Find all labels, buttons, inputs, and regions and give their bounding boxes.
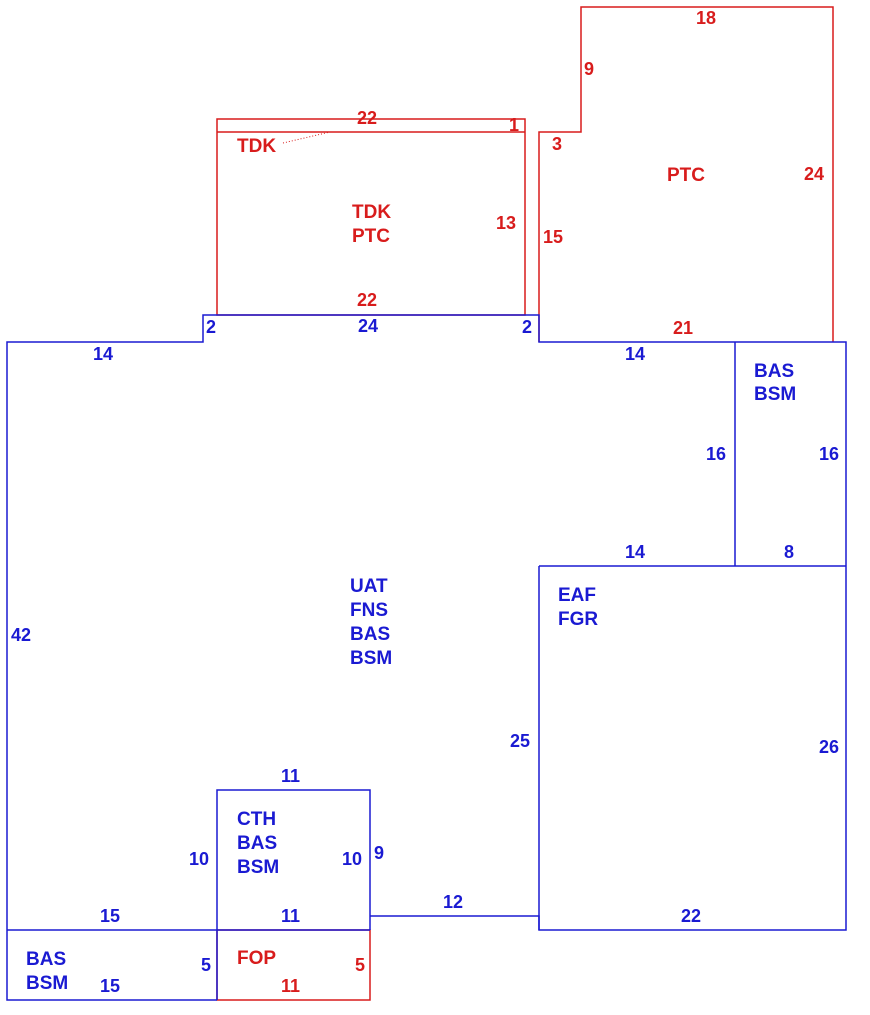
dim-label: 15 [100,976,120,996]
dim-label: 5 [201,955,211,975]
dim-label: 3 [552,134,562,154]
area-right-top-line-2: BSM [754,384,796,405]
bottom-left-outline [6,930,217,1001]
area-deck-left-line-1: TDK [352,202,391,223]
right-deck-outline [538,6,834,342]
dim-label: 10 [342,849,362,869]
dim-label: 13 [496,213,516,233]
dim-label: 24 [358,316,378,336]
dimension-labels: 18 9 3 24 15 21 22 1 13 22 5 11 2 24 2 1… [11,8,839,996]
dim-label: 14 [93,344,113,364]
area-center-small-line-3: BSM [237,857,279,878]
dim-label: 14 [625,344,645,364]
dim-label: 18 [696,8,716,28]
area-bottom-left-line-1: BAS [26,949,66,970]
dim-label: 14 [625,542,645,562]
dim-label: 10 [189,849,209,869]
area-main-line-1: UAT [350,576,388,597]
dim-label: 9 [584,59,594,79]
building-outlines [6,314,847,1001]
dim-label: 2 [522,317,532,337]
area-bottom-left-line-2: BSM [26,973,68,994]
area-center-small-line-2: BAS [237,833,277,854]
area-deck-left-line-2: PTC [352,226,390,247]
area-labels: UAT FNS BAS BSM BAS BSM EAF FGR CTH BAS … [26,136,796,994]
area-center-small-line-1: CTH [237,809,276,830]
dim-label: 11 [281,976,300,996]
dim-label: 21 [673,318,693,338]
dim-label: 22 [357,290,377,310]
dim-label: 8 [784,542,794,562]
dim-label: 22 [681,906,701,926]
dim-label: 9 [374,843,384,863]
dim-label: 11 [281,906,300,926]
dim-label: 25 [510,731,530,751]
area-garage-line-2: FGR [558,609,598,630]
area-deck-left-callout: TDK [237,136,276,157]
dim-label: 22 [357,108,377,128]
dim-label: 2 [206,317,216,337]
area-main-line-4: BSM [350,648,392,669]
dim-label: 26 [819,737,839,757]
area-right-top-line-1: BAS [754,361,794,382]
dim-label: 15 [543,227,563,247]
main-outline [6,314,847,931]
dim-label: 1 [509,115,519,135]
area-bottom-porch-line-1: FOP [237,948,276,969]
dim-label: 15 [100,906,120,926]
area-deck-right-line-1: PTC [667,165,705,186]
left-deck-callout-line [282,131,331,144]
dim-label: 12 [443,892,463,912]
dim-label: 11 [281,766,300,786]
area-main-line-2: FNS [350,600,388,621]
dim-label: 16 [819,444,839,464]
deck-outlines [216,6,834,1001]
area-main-line-3: BAS [350,624,390,645]
area-garage-line-1: EAF [558,585,596,606]
dim-label: 5 [355,955,365,975]
center-small-outline [216,789,371,1000]
dim-label: 42 [11,625,31,645]
dim-label: 24 [804,164,824,184]
dim-label: 16 [706,444,726,464]
